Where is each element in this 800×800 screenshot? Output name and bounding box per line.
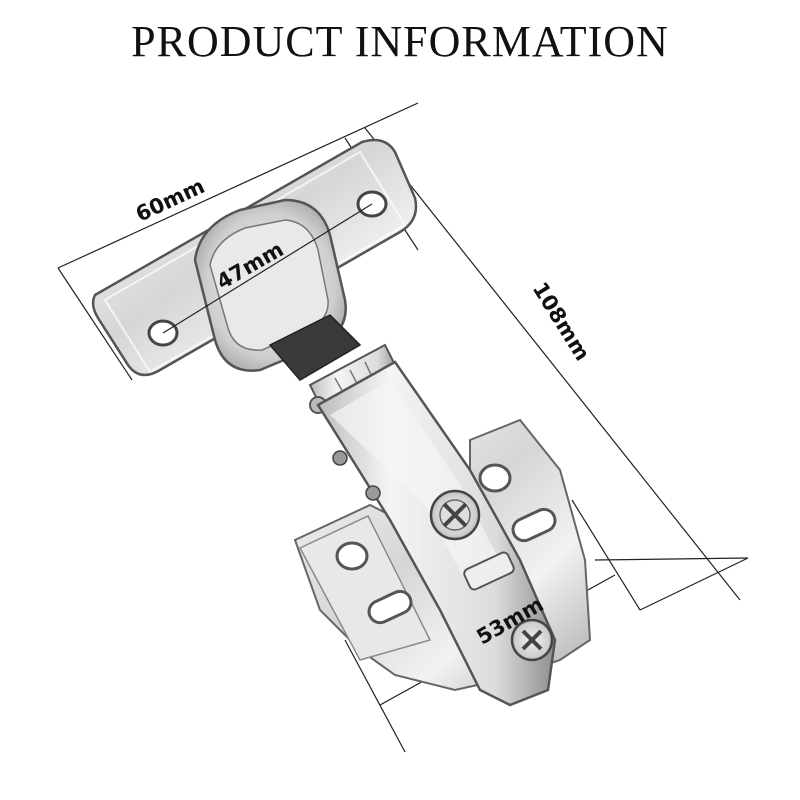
screw-slot xyxy=(511,507,557,543)
spring-link xyxy=(268,314,362,381)
adjustment-screw-icon xyxy=(429,489,481,541)
dimension-label-length: 108mm xyxy=(528,278,595,365)
page-title: PRODUCT INFORMATION xyxy=(131,17,669,66)
screw-slot xyxy=(367,589,413,625)
screw-hole xyxy=(478,463,512,493)
cup-plate xyxy=(91,138,418,377)
adjustment-slot xyxy=(463,551,515,591)
depth-screw-icon xyxy=(510,618,554,662)
extension-line xyxy=(639,557,749,611)
extension-line xyxy=(594,557,749,561)
hinge-arm xyxy=(268,314,557,707)
screw-hole xyxy=(335,541,369,571)
dimension-line-length xyxy=(364,127,741,601)
dimension-label-top-width: 60mm xyxy=(132,174,208,227)
extension-line xyxy=(571,499,641,611)
dimension-line-hole-spacing xyxy=(162,203,373,334)
extension-line xyxy=(344,639,406,753)
extension-line xyxy=(57,267,133,381)
dimension-line-top-width xyxy=(57,102,419,269)
